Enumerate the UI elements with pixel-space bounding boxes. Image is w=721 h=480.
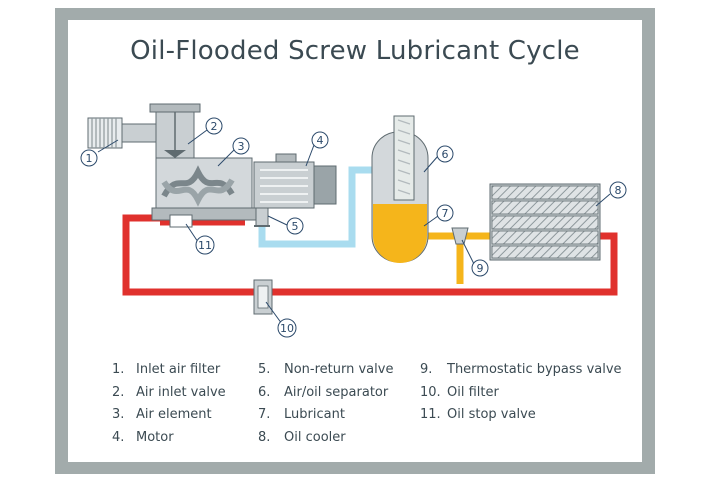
air-element [151,157,257,221]
callout-6: 6 [436,145,454,163]
svg-text:6: 6 [442,148,449,161]
legend-number: 11. [420,407,441,422]
legend-number: 4. [112,429,125,445]
svg-text:10: 10 [280,322,294,335]
legend-label: Motor [136,429,174,445]
motor [253,153,337,209]
legend-number: 7. [258,407,271,422]
callout-7: 7 [436,204,454,222]
legend-item: 8. Oil cooler [258,427,393,450]
callouts: 1 2 3 4 5 6 7 8 9 10 11 [80,117,627,338]
legend-item: 11. Oil stop valve [420,404,622,427]
callout-3: 3 [232,137,250,155]
legend-column-2: 5. Non-return valve 6. Air/oil separator 7… [258,359,393,449]
legend-label: Thermostatic bypass valve [447,362,622,377]
legend-item: 6. Air/oil separator [258,382,393,405]
legend-item: 9. Thermostatic bypass valve [420,359,622,382]
callout-2: 2 [205,117,223,135]
callout-10: 10 [277,318,297,338]
inlet-air-filter [87,117,157,149]
oil-filter [253,279,273,315]
oil-stop-valve [169,214,193,228]
svg-text:1: 1 [86,152,93,165]
legend-number: 3. [112,407,125,422]
svg-text:4: 4 [317,134,324,147]
legend-item: 2. Air inlet valve [112,382,226,405]
diagram-title: Oil-Flooded Screw Lubricant Cycle [130,36,580,66]
callout-1: 1 [80,149,98,167]
legend-item: 4. Motor [112,427,226,450]
svg-text:9: 9 [477,262,484,275]
callout-leaders [97,129,611,325]
legend-label: Air element [136,407,212,422]
svg-text:2: 2 [211,120,218,133]
legend-label: Air inlet valve [136,384,226,400]
discharge-air-line [258,166,384,248]
air-oil-separator [371,115,429,263]
legend-item: 5. Non-return valve [258,359,393,382]
callout-5: 5 [286,217,304,235]
legend-number: 5. [258,362,271,377]
legend-item: 1. Inlet air filter [112,359,226,382]
svg-text:3: 3 [238,140,245,153]
non-return-valve [254,207,270,227]
legend-number: 2. [112,384,125,400]
svg-text:7: 7 [442,207,449,220]
legend-label: Oil filter [447,384,499,400]
legend-number: 6. [258,384,271,400]
air-inlet-valve [149,103,201,159]
legend-item: 10. Oil filter [420,382,622,405]
legend-column-3: 9. Thermostatic bypass valve 10. Oil filte… [420,359,622,427]
legend-label: Oil stop valve [447,407,536,422]
oil-cooler [489,183,601,261]
legend-number: 10. [420,384,441,400]
legend-item: 3. Air element [112,404,226,427]
lubricant-level [373,204,427,263]
legend-column-1: 1. Inlet air filter 2. Air inlet valve 3. A… [112,359,226,449]
legend-label: Inlet air filter [136,362,221,377]
callout-11: 11 [195,235,215,255]
legend-number: 8. [258,429,271,445]
legend-number: 9. [420,362,433,377]
svg-text:8: 8 [615,184,622,197]
svg-text:5: 5 [292,220,299,233]
callout-9: 9 [471,259,489,277]
callout-4: 4 [311,131,329,149]
legend-label: Lubricant [284,407,345,422]
legend-label: Air/oil separator [284,384,389,400]
callout-8: 8 [609,181,627,199]
legend-label: Non-return valve [284,362,394,377]
svg-text:11: 11 [198,239,212,252]
legend-item: 7. Lubricant [258,404,393,427]
thermostatic-bypass-valve [451,227,469,245]
legend-label: Oil cooler [284,429,346,445]
legend-number: 1. [112,362,125,377]
